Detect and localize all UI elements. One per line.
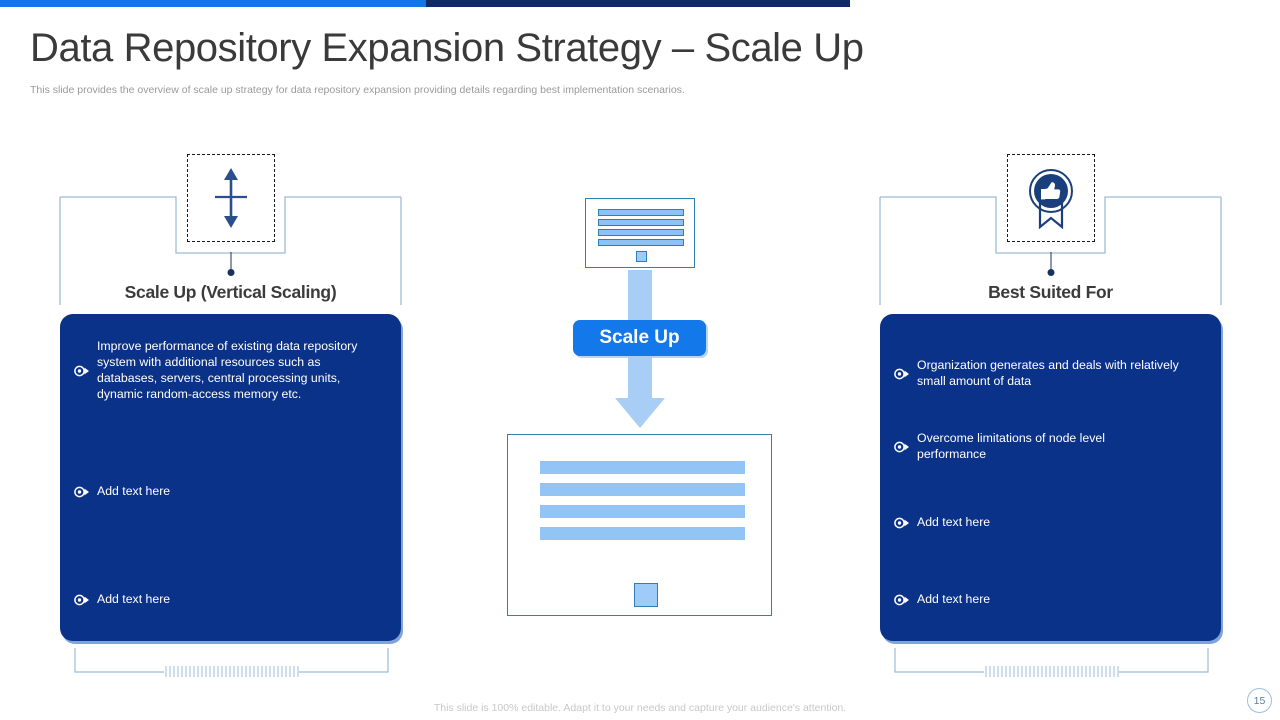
scale-up-button[interactable]: Scale Up (573, 320, 706, 356)
page-subtitle: This slide provides the overview of scal… (30, 84, 685, 96)
small-server-icon (585, 198, 695, 268)
server-indicator-square (636, 251, 647, 262)
bullet-item: Add text here (894, 592, 990, 608)
top-accent-bar-right-segment (426, 0, 850, 7)
connector-left (226, 252, 235, 276)
bullet-item: Add text here (894, 515, 990, 531)
eye-arrow-bullet-icon (74, 486, 89, 498)
bullet-item: Overcome limitations of node level perfo… (894, 431, 1194, 463)
icon-box-right (1006, 154, 1095, 242)
bullet-text: Add text here (917, 515, 991, 529)
arrow-shaft-icon (628, 270, 652, 320)
column-foot-bracket-right (894, 648, 1209, 678)
large-server-icon (507, 434, 772, 616)
content-card-right: Organization generates and deals with re… (880, 314, 1221, 641)
server-bar (598, 239, 684, 246)
server-bar (540, 527, 745, 540)
icon-box-left (186, 154, 275, 242)
connector-line (1050, 252, 1052, 271)
server-bar (540, 461, 745, 474)
server-bar (540, 483, 745, 496)
connector-dot (1047, 269, 1054, 276)
scale-up-button-label: Scale Up (599, 327, 680, 348)
eye-arrow-bullet-icon (74, 594, 89, 606)
server-bar (598, 229, 684, 236)
eye-arrow-bullet-icon (74, 365, 89, 377)
eye-arrow-bullet-icon (894, 441, 909, 453)
arrow-down-icon (615, 356, 665, 428)
thumbs-up-badge-icon (1028, 169, 1073, 229)
connector-line (230, 252, 232, 271)
page-title: Data Repository Expansion Strategy – Sca… (30, 26, 864, 70)
bullet-text: Overcome limitations of node level perfo… (917, 431, 1105, 461)
bullet-item: Add text here (74, 592, 170, 608)
bullet-text: Add text here (97, 484, 171, 498)
column-title-left: Scale Up (Vertical Scaling) (124, 282, 337, 302)
bullet-item: Organization generates and deals with re… (894, 358, 1194, 390)
bullet-text: Organization generates and deals with re… (917, 358, 1179, 388)
connector-dot (227, 269, 234, 276)
footer-note: This slide is 100% editable. Adapt it to… (433, 702, 847, 714)
bullet-text: Improve performance of existing data rep… (97, 339, 358, 401)
column-foot-bracket-left (74, 648, 389, 678)
bullet-text: Add text here (917, 592, 991, 606)
column-title-right: Best Suited For (988, 282, 1113, 302)
page-number-badge: 15 (1247, 688, 1272, 713)
server-bar (598, 209, 684, 216)
eye-arrow-bullet-icon (894, 517, 909, 529)
eye-arrow-bullet-icon (894, 368, 909, 380)
server-bar (598, 219, 684, 226)
vertical-double-arrow-icon (214, 168, 247, 228)
connector-right (1046, 252, 1055, 276)
eye-arrow-bullet-icon (894, 594, 909, 606)
content-card-left: Improve performance of existing data rep… (60, 314, 401, 641)
bullet-text: Add text here (97, 592, 171, 606)
bullet-item: Add text here (74, 484, 170, 500)
server-indicator-square (634, 583, 658, 607)
bullet-item: Improve performance of existing data rep… (74, 339, 384, 403)
top-accent-bar (0, 0, 1280, 7)
server-bar (540, 505, 745, 518)
top-accent-bar-left-segment (0, 0, 426, 7)
